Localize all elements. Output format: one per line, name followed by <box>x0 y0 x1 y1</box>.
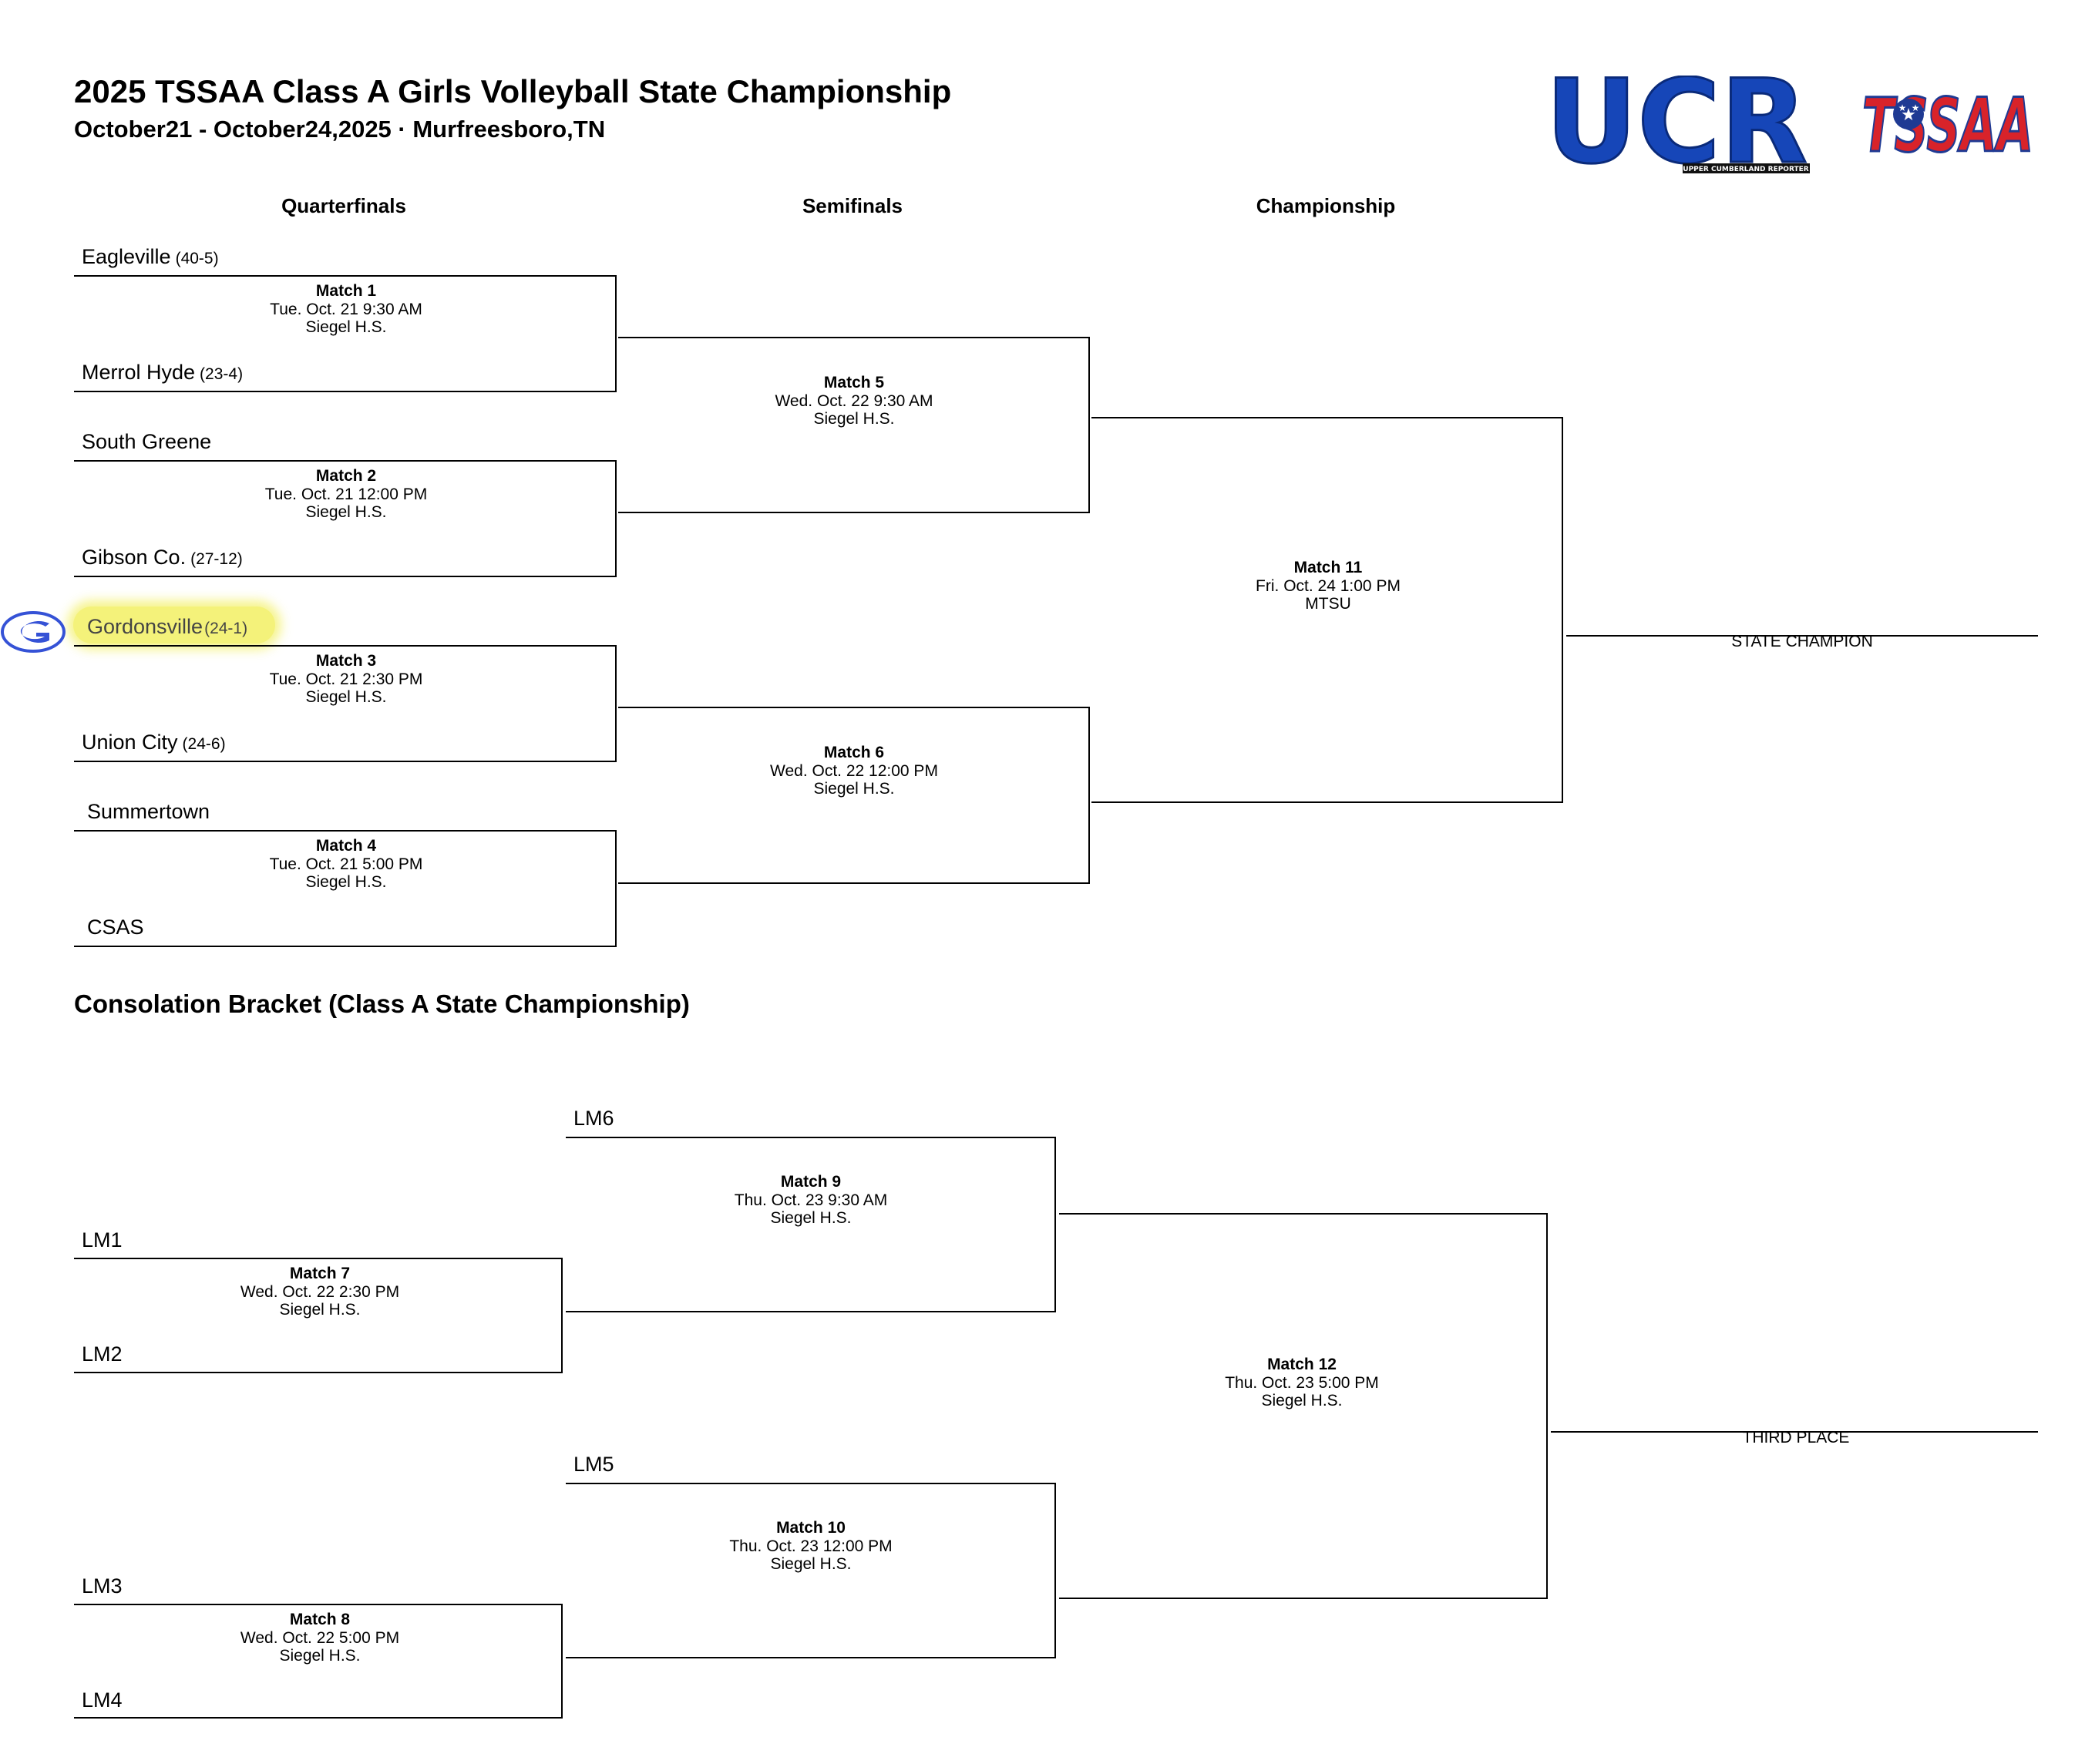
consolation-title: Consolation Bracket (Class A State Champ… <box>74 990 690 1018</box>
consolation-slot-lm2: LM2 <box>82 1342 123 1366</box>
consolation-slot-lm6: LM6 <box>573 1107 614 1130</box>
state-champion-label: STATE CHAMPION <box>1731 633 1873 650</box>
team-slot: Gibson Co.(27-12) <box>82 546 243 569</box>
ucr-logo: UCR UPPER CUMBERLAND REPORTER <box>1545 76 1810 176</box>
svg-text:★: ★ <box>1912 102 1920 113</box>
team-slot: South Greene <box>82 430 212 453</box>
bracket-line <box>74 460 617 462</box>
svg-text:★: ★ <box>1898 102 1907 113</box>
consolation-slot-lm5: LM5 <box>573 1453 614 1476</box>
bracket-line <box>74 761 617 762</box>
tssaa-logo: TSSAA ★ ★ ★ <box>1861 83 2035 160</box>
bracket-line <box>1546 1213 1548 1599</box>
bracket-line <box>1091 417 1563 418</box>
bracket-line <box>615 460 617 577</box>
team-slot: Merrol Hyde(23-4) <box>82 361 244 384</box>
bracket-line <box>74 946 617 947</box>
page-title: 2025 TSSAA Class A Girls Volleyball Stat… <box>74 73 952 109</box>
bracket-line <box>74 1372 563 1373</box>
bracket-line <box>1054 1137 1056 1312</box>
round-header-quarterfinals: Quarterfinals <box>281 194 406 217</box>
page-subtitle: October21 - October24,2025 · Murfreesbor… <box>74 116 606 143</box>
bracket-line <box>615 275 617 392</box>
bracket-line <box>618 512 1090 513</box>
bracket-line <box>615 830 617 947</box>
team-slot: CSAS <box>87 916 144 939</box>
bracket-line <box>561 1604 563 1719</box>
bracket-line <box>74 830 617 832</box>
bracket-line <box>561 1258 563 1373</box>
team-highlight <box>73 606 275 643</box>
svg-text:★: ★ <box>1901 106 1916 125</box>
round-header-championship: Championship <box>1256 194 1396 217</box>
team-logo-g-icon <box>1 611 66 653</box>
bracket-line <box>74 645 617 647</box>
bracket-line <box>74 275 617 277</box>
bracket-line <box>615 645 617 762</box>
svg-text:TSSAA: TSSAA <box>1862 83 2033 160</box>
bracket-line <box>566 1483 1056 1484</box>
bracket-line <box>1088 337 1090 513</box>
champion-line <box>1566 635 2038 637</box>
bracket-line <box>1059 1598 1548 1599</box>
bracket-line <box>1088 707 1090 884</box>
bracket-line <box>618 707 1090 708</box>
bracket-line <box>1059 1213 1548 1215</box>
bracket-line <box>1562 417 1563 803</box>
svg-text:UPPER CUMBERLAND REPORTER: UPPER CUMBERLAND REPORTER <box>1683 166 1808 173</box>
bracket-line <box>74 1258 563 1259</box>
consolation-slot-lm3: LM3 <box>82 1574 123 1598</box>
team-slot: Summertown <box>87 800 210 823</box>
bracket-line <box>74 1717 563 1719</box>
bracket-line <box>566 1137 1056 1138</box>
bracket-line <box>74 1604 563 1605</box>
bracket-line <box>74 576 617 577</box>
consolation-slot-lm4: LM4 <box>82 1688 123 1712</box>
third-place-line <box>1551 1431 2038 1433</box>
bracket-line <box>618 882 1090 884</box>
third-place-label: THIRD PLACE <box>1742 1429 1850 1446</box>
bracket-line <box>566 1311 1056 1312</box>
round-header-semifinals: Semifinals <box>802 194 903 217</box>
svg-text:UCR: UCR <box>1545 76 1808 176</box>
bracket-line <box>1091 801 1563 803</box>
bracket-line <box>1054 1483 1056 1658</box>
team-slot-highlighted: Gordonsville(24-1) <box>87 615 248 638</box>
team-slot: Eagleville(40-5) <box>82 245 219 268</box>
bracket-line <box>566 1657 1056 1658</box>
consolation-slot-lm1: LM1 <box>82 1228 123 1252</box>
bracket-line <box>74 391 617 392</box>
team-slot: Union City(24-6) <box>82 731 226 754</box>
bracket-line <box>618 337 1090 338</box>
